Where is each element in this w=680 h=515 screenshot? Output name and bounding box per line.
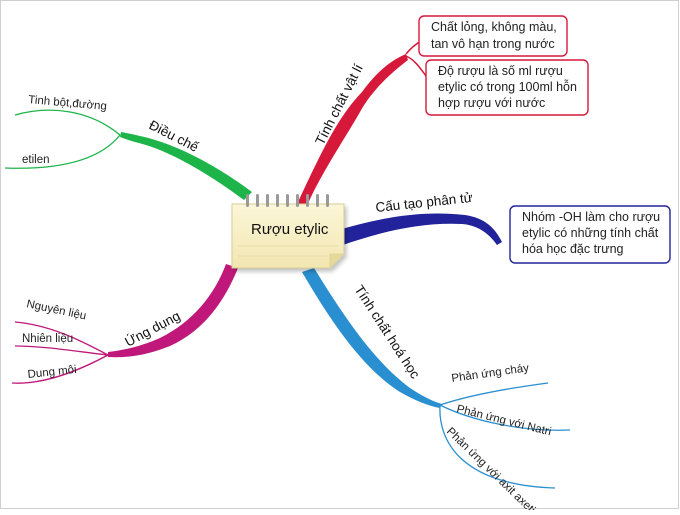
leaf-line-app-2	[14, 345, 109, 356]
branch-structure: Cấu tạo phân tử	[338, 190, 502, 246]
note-structure-line-1: Nhóm -OH làm cho rượu	[522, 210, 660, 224]
note-box-physical-2	[425, 59, 589, 116]
branch-preparation-stem	[120, 132, 252, 200]
branch-preparation: Điều chế Tinh bột,đường etilen	[4, 94, 252, 200]
leaf-app-3: Dung môi	[27, 364, 77, 381]
branch-applications: Ứng dụng Nguyên liệu Nhiên liệu Dung môi	[11, 264, 238, 384]
leaf-prep-2: etilen	[22, 154, 50, 166]
branch-applications-stem	[108, 264, 238, 358]
branch-structure-label: Cấu tạo phân tử	[375, 190, 474, 215]
leaf-app-1: Nguyên liệu	[25, 298, 87, 322]
leaf-line-prep-1	[14, 109, 121, 136]
note-box-physical-1	[418, 15, 568, 57]
leaf-chemical-3: Phản ứng với axit axetic	[444, 426, 542, 510]
leaf-line-prep-2	[4, 134, 121, 169]
note-structure-line-2: etylic có những tính chất	[522, 226, 659, 240]
note-physical-2-line-2: etylic có trong 100ml hỗn	[438, 79, 577, 94]
leaf-chemical-1: Phản ứng cháy	[451, 362, 530, 385]
leaf-line-chemical-1	[439, 382, 549, 406]
note-physical-1-line-1: Chất lỏng, không màu,	[431, 20, 557, 34]
leaf-line-chemical-3	[439, 404, 556, 489]
note-physical-1-line-2: tan vô hạn trong nước	[431, 37, 555, 51]
leaf-chemical-2: Phản ứng với Natri	[455, 403, 552, 438]
leaf-line-app-1	[14, 321, 109, 356]
spiral-rings	[246, 194, 329, 207]
leaf-line-chemical-2	[439, 404, 571, 431]
connector-note-2	[405, 55, 427, 77]
note-physical-2-line-1: Độ rượu là số ml rượu	[438, 64, 563, 78]
center-node	[231, 203, 345, 269]
branch-structure-stem	[338, 213, 502, 246]
leaf-app-2: Nhiên liệu	[22, 333, 73, 345]
branch-chemical-stem	[302, 268, 442, 408]
branch-chemical: Tính chất hoá học Phản ứng cháy Phản ứng…	[302, 268, 571, 515]
branch-physical: Tính chất vật lí	[296, 39, 427, 208]
note-structure-line-3: hóa học đặc trưng	[522, 242, 624, 256]
branch-physical-stem	[296, 54, 408, 208]
leaf-line-app-3	[11, 354, 109, 384]
note-box-structure	[509, 205, 671, 264]
branch-chemical-label: Tính chất hoá học	[351, 282, 423, 381]
center-pad-curl	[329, 253, 345, 269]
note-physical-2-line-3: hợp rượu với nước	[438, 96, 545, 110]
center-label: Rượu etylic	[251, 221, 329, 238]
